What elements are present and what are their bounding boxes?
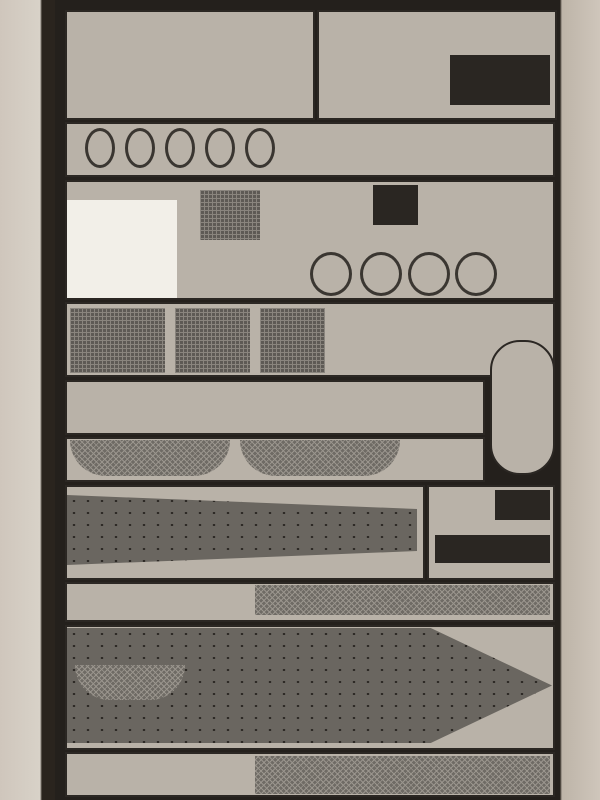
grating [200, 190, 260, 240]
deck-part [67, 628, 552, 743]
ring-part [125, 128, 155, 168]
ring-part [165, 128, 195, 168]
cutout [67, 200, 177, 298]
parts-block [450, 55, 550, 105]
fret-panel [65, 10, 315, 120]
mesh-part [70, 440, 230, 476]
grating [260, 308, 325, 373]
mesh-part [255, 585, 550, 615]
grating [70, 308, 165, 373]
fret-panel [490, 340, 555, 475]
parts-block [435, 535, 550, 563]
mesh-part [240, 440, 400, 476]
ring-part [310, 252, 352, 296]
ring-part [455, 252, 497, 296]
photo-etch-sheet [55, 0, 560, 800]
ring-part [408, 252, 450, 296]
mesh-part [75, 665, 185, 700]
ring-part [360, 252, 402, 296]
fret-panel [65, 380, 485, 435]
mesh-part [255, 756, 550, 794]
grating [175, 308, 250, 373]
parts-block [373, 185, 418, 225]
ring-part [85, 128, 115, 168]
parts-block [495, 490, 550, 520]
ring-part [205, 128, 235, 168]
ring-part [245, 128, 275, 168]
deck-part [67, 495, 417, 565]
